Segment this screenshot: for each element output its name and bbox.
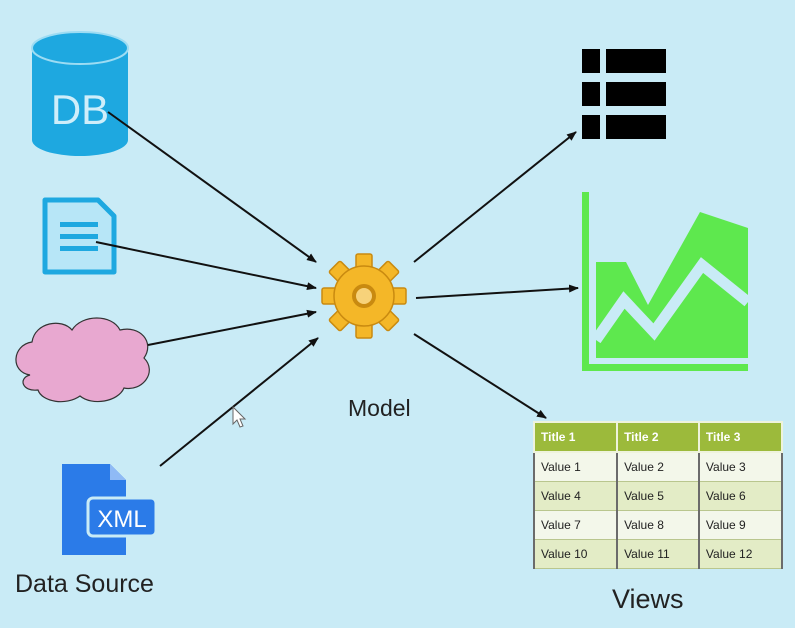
- xml-icon-text: XML: [97, 506, 146, 533]
- table-cell: Value 3: [697, 451, 784, 482]
- table-cell: Value 10: [532, 539, 619, 569]
- table-cell: Value 9: [697, 510, 784, 540]
- table-icon: Title 1 Title 2 Title 3 Value 1 Value 2 …: [532, 421, 784, 569]
- table-cell: Value 4: [532, 481, 619, 511]
- table-cell: Value 5: [616, 481, 700, 511]
- table-cell: Value 6: [697, 481, 784, 511]
- area-chart-icon: [582, 192, 752, 371]
- table-cell: Value 8: [616, 510, 700, 540]
- arrow-model-to-list: [413, 131, 577, 263]
- model-label: Model: [348, 395, 411, 421]
- table-row: Value 7 Value 8 Value 9: [532, 510, 784, 540]
- table-cell: Value 12: [697, 539, 784, 569]
- table-cell: Value 1: [532, 451, 619, 482]
- db-icon-text: DB: [51, 86, 109, 133]
- arrow-document-to-model: [95, 241, 317, 291]
- table-cell: Value 11: [616, 539, 700, 569]
- table-cell: Value 7: [532, 510, 619, 540]
- arrows: [95, 111, 579, 467]
- data-source-label: Data Source: [15, 570, 154, 598]
- table-header-cell: Title 2: [616, 421, 700, 453]
- table-header-cell: Title 3: [697, 421, 784, 453]
- views-label: Views: [612, 584, 684, 614]
- list-icon: [582, 49, 666, 139]
- table-cell: Value 2: [616, 451, 700, 482]
- cloud-icon: [15, 317, 150, 403]
- table-header-row: Title 1 Title 2 Title 3: [532, 421, 784, 453]
- table-header-cell: Title 1: [532, 421, 619, 453]
- arrow-model-to-chart: [415, 284, 579, 299]
- arrow-model-to-table: [413, 333, 547, 419]
- gear-icon: [321, 253, 407, 339]
- table-row: Value 4 Value 5 Value 6: [532, 481, 784, 511]
- arrow-db-to-model: [107, 111, 317, 263]
- table-row: Value 10 Value 11 Value 12: [532, 539, 784, 569]
- mouse-cursor-icon: [232, 405, 247, 428]
- arrow-cloud-to-model: [147, 309, 317, 346]
- table-row: Value 1 Value 2 Value 3: [532, 451, 784, 482]
- database-icon: DB: [31, 31, 129, 156]
- xml-file-icon: XML: [62, 464, 158, 555]
- arrow-xml-to-model: [159, 337, 319, 467]
- document-icon: [42, 197, 117, 275]
